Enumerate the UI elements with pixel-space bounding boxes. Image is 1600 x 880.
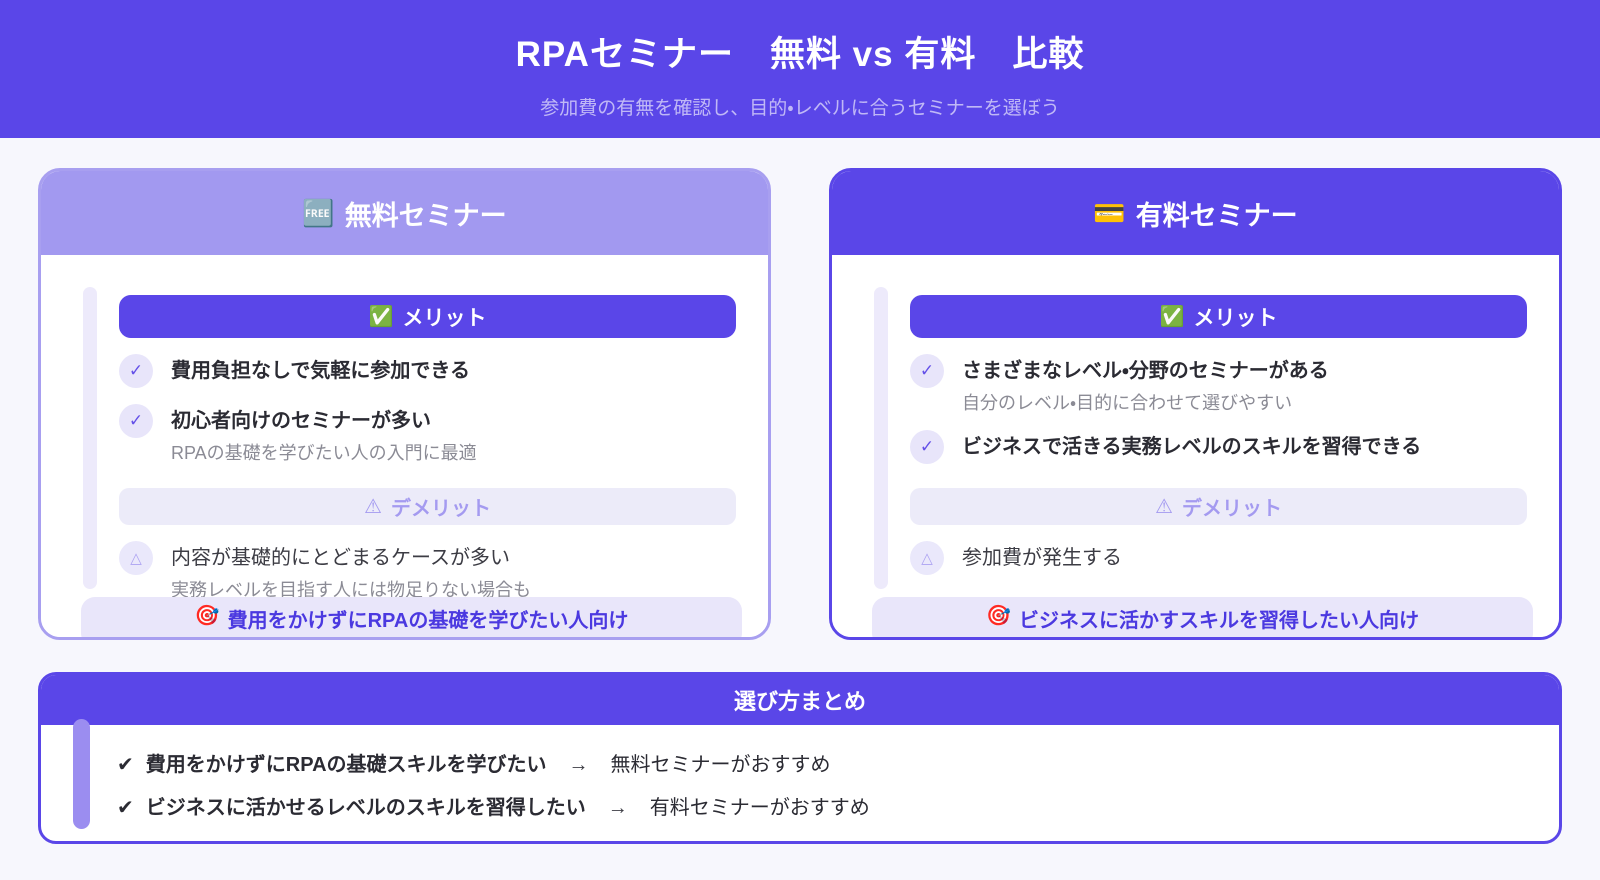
merit-item: ✓ 費用負担なしで気軽に参加できる	[119, 354, 736, 388]
summary-title: 選び方まとめ	[733, 689, 866, 714]
summary-condition: ビジネスに活かせるレベルのスキルを習得したい	[145, 797, 586, 819]
summary-condition: 費用をかけずにRPAの基礎スキルを学びたい	[145, 754, 547, 776]
check-circle-icon: ✓	[119, 354, 153, 388]
free-card-title: 無料セミナー	[344, 200, 507, 231]
green-check-emoji-icon: ✅	[1159, 305, 1185, 328]
free-seminar-card: 🆓 無料セミナー ✅ メリット ✓ 費用負担なしで気軽に参加できる ✓	[38, 168, 771, 640]
merit-item: ✓ ビジネスで活きる実務レベルのスキルを習得できる	[910, 430, 1527, 464]
demerit-item-text: 参加費が発生する	[962, 541, 1122, 575]
summary-accent-pill	[73, 719, 90, 829]
target-emoji-icon: 🎯	[986, 605, 1011, 627]
summary-row: ✔ ビジネスに活かせるレベルのスキルを習得したい → 有料セミナーがおすすめ	[117, 794, 1519, 823]
check-circle-icon: ✓	[119, 404, 153, 438]
summary-row: ✔ 費用をかけずにRPAの基礎スキルを学びたい → 無料セミナーがおすすめ	[117, 751, 1519, 780]
demerit-item: △ 内容が基礎的にとどまるケースが多い 実務レベルを目指す人には物足りない場合も	[119, 541, 736, 601]
demerit-item-title: 内容が基礎的にとどまるケースが多い	[171, 547, 510, 569]
free-card-body: ✅ メリット ✓ 費用負担なしで気軽に参加できる ✓ 初心者向けのセミナーが多い…	[41, 255, 768, 637]
accent-bar	[83, 287, 97, 589]
merit-item-text: ビジネスで活きる実務レベルのスキルを習得できる	[962, 430, 1421, 464]
paid-target-band: 🎯 ビジネスに活かすスキルを習得したい人向け	[872, 597, 1533, 637]
arrow-icon: →	[607, 797, 628, 819]
check-mark-icon: ✔	[117, 754, 134, 776]
merit-item: ✓ さまざまなレベル・分野のセミナーがある 自分のレベル・目的に合わせて選びやす…	[910, 354, 1527, 414]
merit-item: ✓ 初心者向けのセミナーが多い RPAの基礎を学びたい人の入門に最適	[119, 404, 736, 464]
demerit-banner-label: デメリット	[1181, 498, 1282, 520]
summary-result: 有料セミナーがおすすめ	[649, 797, 870, 819]
page-header: RPAセミナー 無料 vs 有料 比較 参加費の有無を確認し、目的・レベルに合う…	[0, 0, 1600, 138]
paid-card-header: 💳 有料セミナー	[832, 171, 1559, 255]
merit-item-text: さまざまなレベル・分野のセミナーがある 自分のレベル・目的に合わせて選びやすい	[962, 354, 1329, 414]
summary-header: 選び方まとめ	[41, 675, 1559, 725]
merit-item-title: さまざまなレベル・分野のセミナーがある	[962, 360, 1329, 382]
paid-target-label: ビジネスに活かすスキルを習得したい人向け	[1018, 610, 1419, 632]
demerit-item: △ 参加費が発生する	[910, 541, 1527, 575]
accent-bar	[874, 287, 888, 589]
demerit-item-text: 内容が基礎的にとどまるケースが多い 実務レベルを目指す人には物足りない場合も	[171, 541, 531, 601]
credit-card-emoji-icon: 💳	[1093, 198, 1126, 228]
check-circle-icon: ✓	[910, 430, 944, 464]
merit-item-sub: 自分のレベル・目的に合わせて選びやすい	[962, 393, 1293, 413]
free-target-label: 費用をかけずにRPAの基礎を学びたい人向け	[227, 610, 629, 632]
page-title: RPAセミナー 無料 vs 有料 比較	[515, 35, 1085, 74]
demerit-banner: ⚠︎ デメリット	[119, 488, 736, 525]
demerit-banner-label: デメリット	[390, 498, 491, 520]
demerit-banner: ⚠︎ デメリット	[910, 488, 1527, 525]
demerit-item-sub: 実務レベルを目指す人には物足りない場合も	[171, 580, 531, 600]
paid-card-title: 有料セミナー	[1135, 200, 1298, 231]
merit-banner: ✅ メリット	[910, 295, 1527, 338]
merit-item-sub: RPAの基礎を学びたい人の入門に最適	[171, 443, 477, 463]
summary-card: 選び方まとめ ✔ 費用をかけずにRPAの基礎スキルを学びたい → 無料セミナーが…	[38, 672, 1562, 844]
merit-item-title: 初心者向けのセミナーが多い	[171, 410, 431, 432]
free-target-band: 🎯 費用をかけずにRPAの基礎を学びたい人向け	[81, 597, 742, 637]
target-emoji-icon: 🎯	[194, 605, 220, 627]
free-card-header: 🆓 無料セミナー	[41, 171, 768, 255]
green-check-emoji-icon: ✅	[368, 305, 394, 328]
summary-result: 無料セミナーがおすすめ	[610, 754, 831, 776]
triangle-icon: △	[910, 541, 944, 575]
arrow-icon: →	[568, 754, 589, 776]
check-mark-icon: ✔	[117, 797, 134, 819]
comparison-row: 🆓 無料セミナー ✅ メリット ✓ 費用負担なしで気軽に参加できる ✓	[0, 138, 1600, 640]
summary-body: ✔ 費用をかけずにRPAの基礎スキルを学びたい → 無料セミナーがおすすめ ✔ …	[41, 719, 1559, 841]
paid-seminar-card: 💳 有料セミナー ✅ メリット ✓ さまざまなレベル・分野のセミナーがある 自分…	[829, 168, 1562, 640]
paid-card-body: ✅ メリット ✓ さまざまなレベル・分野のセミナーがある 自分のレベル・目的に合…	[832, 255, 1559, 637]
merit-item-title: 費用負担なしで気軽に参加できる	[171, 360, 470, 382]
page-subtitle: 参加費の有無を確認し、目的・レベルに合うセミナーを選ぼう	[540, 98, 1060, 119]
demerit-item-title: 参加費が発生する	[962, 547, 1122, 569]
merit-item-title: ビジネスで活きる実務レベルのスキルを習得できる	[962, 436, 1422, 458]
check-circle-icon: ✓	[910, 354, 944, 388]
warning-icon: ⚠︎	[364, 495, 382, 518]
merit-item-text: 費用負担なしで気軽に参加できる	[171, 354, 470, 388]
free-emoji-icon: 🆓	[302, 198, 335, 228]
merit-item-text: 初心者向けのセミナーが多い RPAの基礎を学びたい人の入門に最適	[171, 404, 477, 464]
warning-icon: ⚠︎	[1155, 495, 1173, 518]
triangle-icon: △	[119, 541, 153, 575]
merit-banner-label: メリット	[402, 306, 487, 330]
merit-banner-label: メリット	[1193, 306, 1278, 330]
merit-banner: ✅ メリット	[119, 295, 736, 338]
